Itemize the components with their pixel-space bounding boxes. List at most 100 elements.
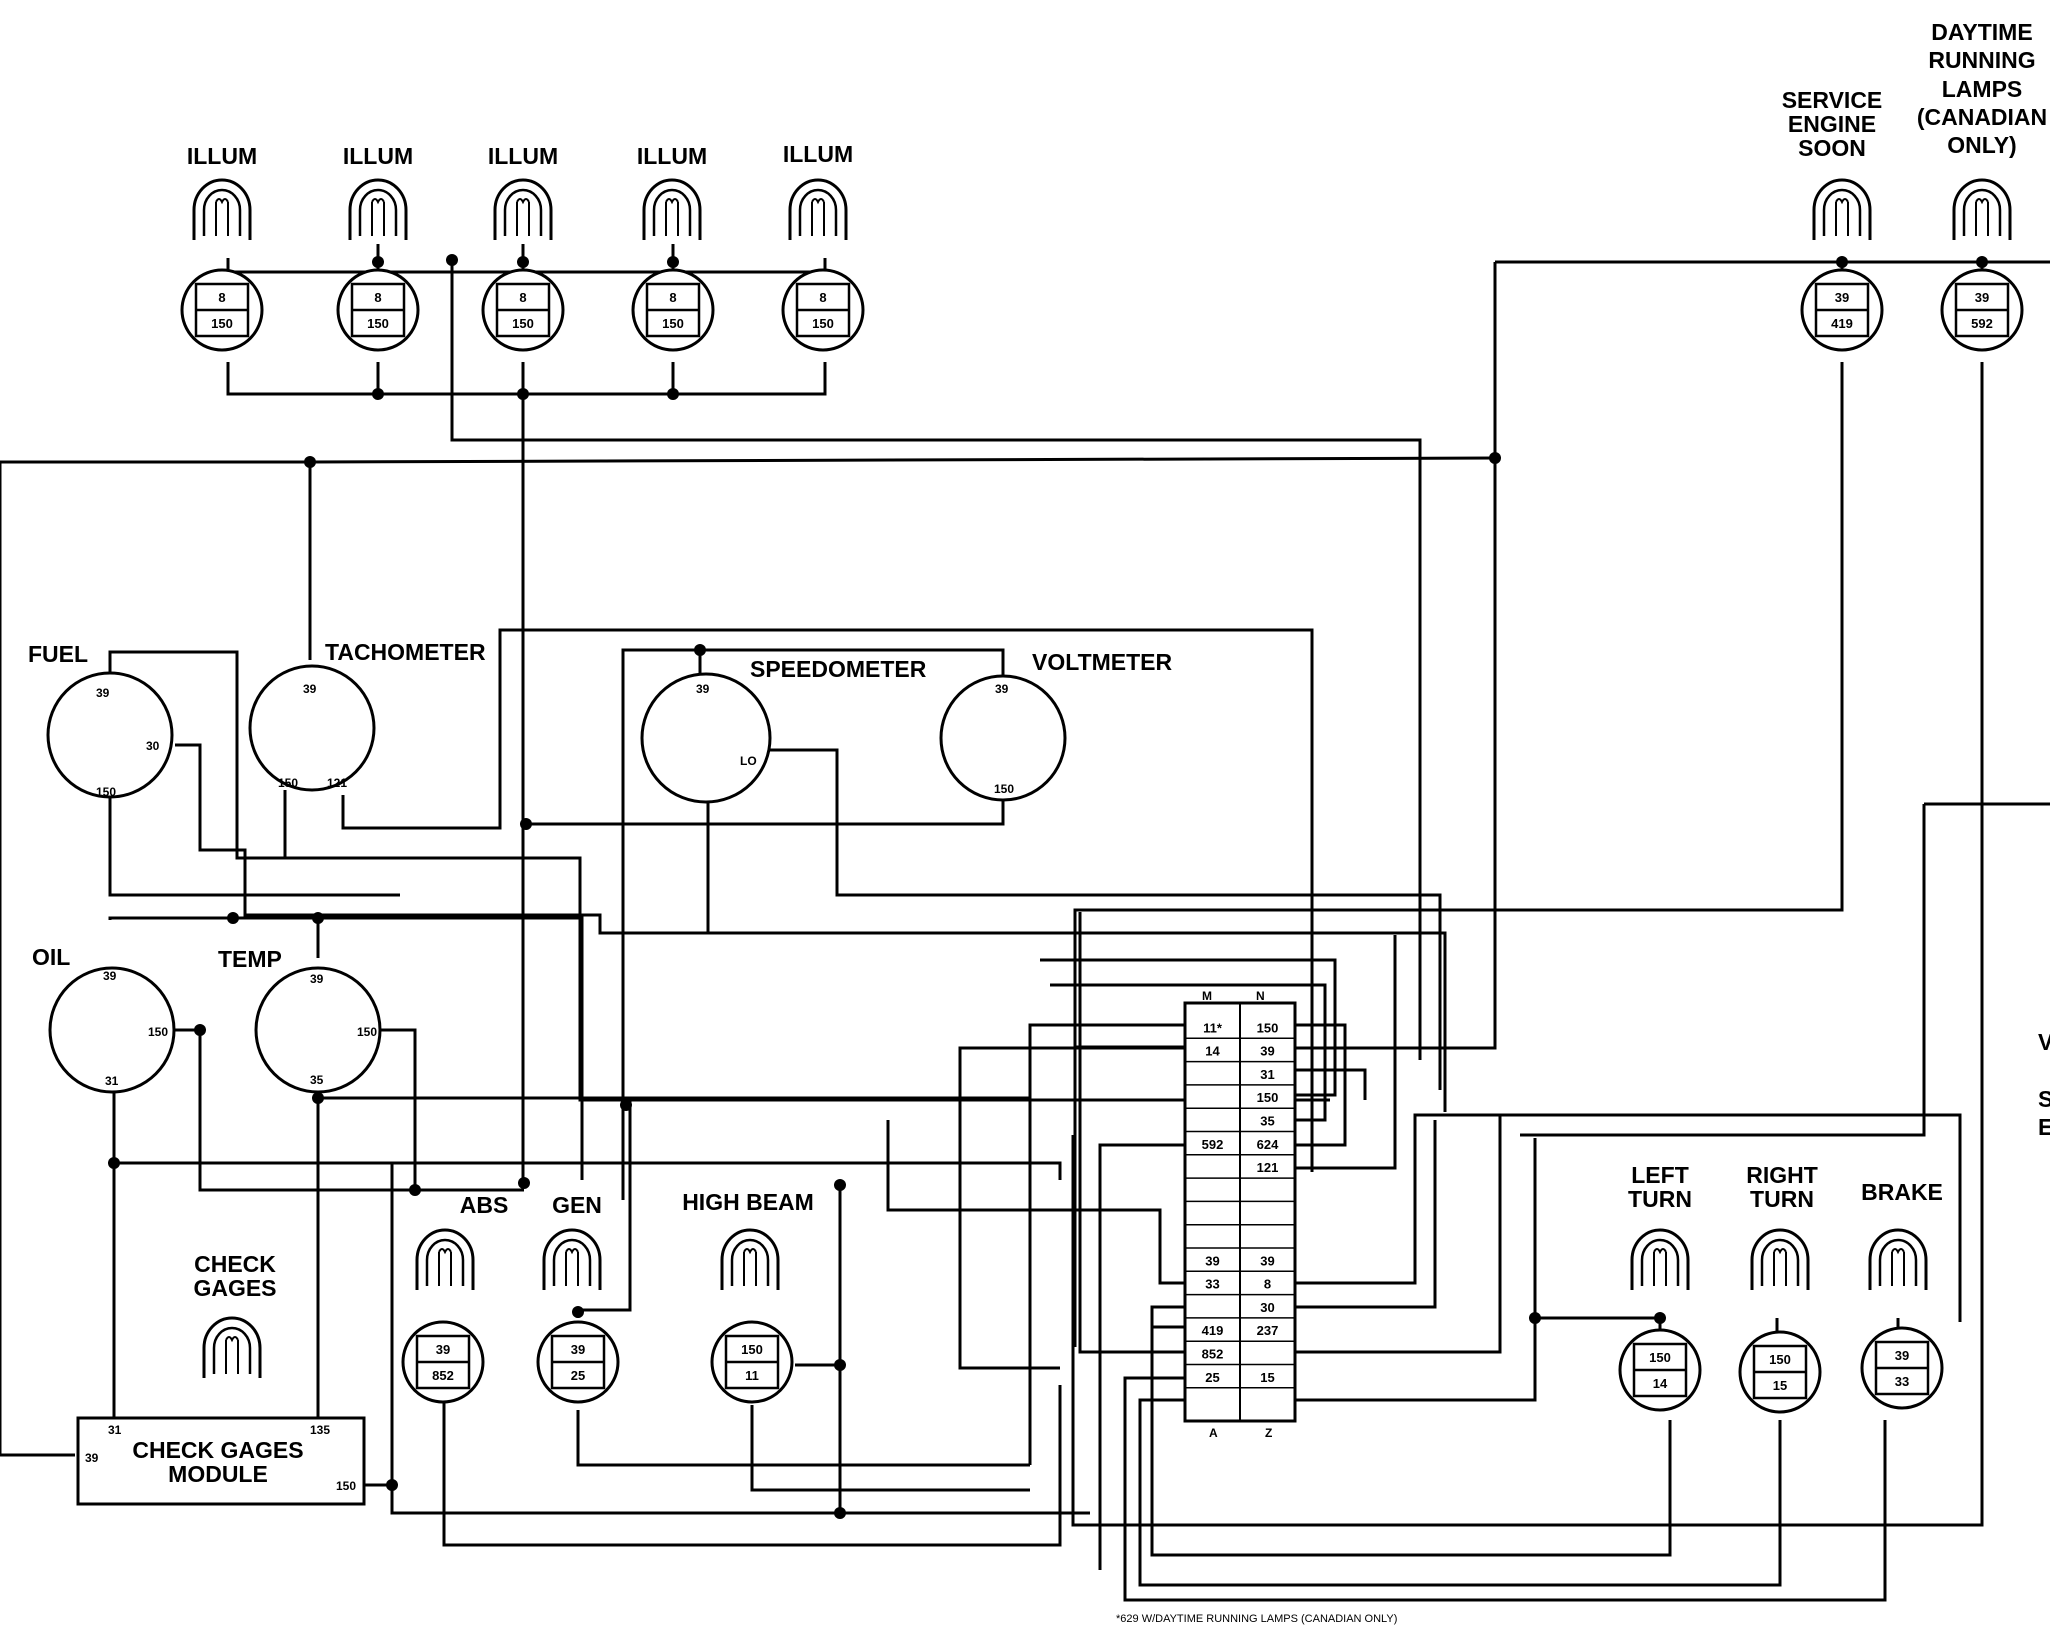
- socket-circuit-number: 150: [1649, 1350, 1671, 1365]
- connector-cell: 39: [1260, 1044, 1274, 1059]
- junction-dot: [194, 1024, 206, 1036]
- socket-circuit-number: 39: [571, 1342, 585, 1357]
- abs-socket: 39 852: [401, 1320, 485, 1404]
- connector-cell: 15: [1260, 1370, 1274, 1385]
- socket-circuit-number: 15: [1773, 1378, 1787, 1393]
- junction-dot: [372, 256, 384, 268]
- bulb-sockets: 8150815081508150815039419395923985239251…: [180, 268, 2024, 1414]
- drl-label-3: LAMPS: [1942, 76, 2023, 102]
- right-turn-label-2: TURN: [1750, 1186, 1814, 1212]
- drl-label-1: DAYTIME: [1931, 19, 2032, 45]
- junction-dot: [572, 1306, 584, 1318]
- socket-circuit-number: 8: [374, 290, 381, 305]
- junction-dot: [1529, 1312, 1541, 1324]
- service-engine-soon-label-2: ENGINE: [1788, 111, 1876, 137]
- brake-bulb-icon: [1868, 1228, 1928, 1292]
- oil-label: OIL: [32, 944, 70, 970]
- socket-circuit-number: 39: [1975, 290, 1989, 305]
- socket-circuit-number: 150: [367, 316, 389, 331]
- tachometer-label: TACHOMETER: [325, 639, 486, 665]
- volt-pin-39: 39: [995, 682, 1009, 696]
- edge-letter-e: E: [2038, 1114, 2050, 1140]
- connector-cell: 35: [1260, 1114, 1274, 1129]
- connector-cell: 25: [1205, 1370, 1219, 1385]
- socket-circuit-number: 25: [571, 1368, 585, 1383]
- illum-bulb-3-icon: [493, 178, 553, 242]
- gauges: 39 30 150 39 150 121 39 LO 39 150 39 150…: [46, 664, 1067, 1094]
- check-gages-bulb-icon: [202, 1316, 262, 1380]
- tachometer-gauge: 39 150 121: [248, 664, 376, 792]
- tach-pin-150: 150: [278, 776, 298, 790]
- connector-cell: 39: [1260, 1253, 1274, 1268]
- speedometer-gauge: 39 LO: [640, 672, 772, 804]
- socket-circuit-number: 39: [1895, 1348, 1909, 1363]
- illum-bulb-5-icon: [788, 178, 848, 242]
- drl-label-2: RUNNING: [1928, 47, 2035, 73]
- drl-label-4: (CANADIAN: [1917, 104, 2047, 130]
- footnote: *629 W/DAYTIME RUNNING LAMPS (CANADIAN O…: [1116, 1613, 1397, 1625]
- illum-bulb-2-icon: [348, 178, 408, 242]
- gen-bulb-icon: [542, 1228, 602, 1292]
- connector-cell: 592: [1202, 1137, 1224, 1152]
- temp-pin-150: 150: [357, 1025, 377, 1039]
- junction-dot: [312, 1092, 324, 1104]
- illum-label-1: ILLUM: [187, 143, 257, 169]
- connector-cell: 8: [1264, 1277, 1271, 1292]
- high-beam-bulb-icon: [720, 1228, 780, 1292]
- oil-pin-39: 39: [103, 969, 117, 983]
- junction-dot: [386, 1479, 398, 1491]
- socket-circuit-number: 39: [436, 1342, 450, 1357]
- junction-dots: [108, 254, 1988, 1519]
- fuel-pin-150: 150: [96, 785, 116, 799]
- junction-dot: [834, 1507, 846, 1519]
- socket-circuit-number: 852: [432, 1368, 454, 1383]
- socket-circuit-number: 150: [512, 316, 534, 331]
- junction-dot: [1489, 452, 1501, 464]
- daytime-running-lamps-bulb-icon: [1952, 178, 2012, 242]
- socket-circuit-number: 150: [211, 316, 233, 331]
- illum-label-2: ILLUM: [343, 143, 413, 169]
- illum-2-socket: 8 150: [336, 268, 420, 352]
- illum-label-4: ILLUM: [637, 143, 707, 169]
- junction-dot: [1976, 256, 1988, 268]
- connector-cell: 150: [1257, 1090, 1279, 1105]
- component-labels: ILLUM ILLUM ILLUM ILLUM ILLUM SERVICE EN…: [28, 19, 2050, 1625]
- junction-dot: [517, 388, 529, 400]
- volt-pin-150: 150: [994, 782, 1014, 796]
- oil-pin-31: 31: [105, 1074, 119, 1088]
- oil-gauge: 39 150 31: [48, 966, 176, 1094]
- module-pin-135: 135: [310, 1423, 330, 1437]
- module-pin-39: 39: [85, 1451, 99, 1465]
- socket-circuit-number: 150: [741, 1342, 763, 1357]
- fuel-label: FUEL: [28, 641, 88, 667]
- right-turn-label-1: RIGHT: [1746, 1162, 1818, 1188]
- socket-circuit-number: 14: [1653, 1376, 1668, 1391]
- left-turn-socket: 150 14: [1618, 1328, 1702, 1412]
- high-beam-label: HIGH BEAM: [682, 1189, 814, 1215]
- illum-bulb-1-icon: [192, 178, 252, 242]
- junction-dot: [227, 912, 239, 924]
- oil-pin-150: 150: [148, 1025, 168, 1039]
- module-label-line1: CHECK GAGES: [132, 1437, 303, 1463]
- gen-label: GEN: [552, 1192, 602, 1218]
- module-pin-150: 150: [336, 1479, 356, 1493]
- junction-dot: [304, 456, 316, 468]
- voltmeter-label: VOLTMETER: [1032, 649, 1173, 675]
- socket-circuit-number: 419: [1831, 316, 1853, 331]
- junction-dot: [694, 644, 706, 656]
- connector-label-n: N: [1256, 989, 1265, 1003]
- left-turn-label-1: LEFT: [1631, 1162, 1689, 1188]
- brake-label: BRAKE: [1861, 1179, 1943, 1205]
- junction-dot: [518, 1177, 530, 1189]
- temp-pin-39: 39: [310, 972, 324, 986]
- junction-dot: [667, 388, 679, 400]
- junction-dot: [834, 1179, 846, 1191]
- junction-dot: [108, 1157, 120, 1169]
